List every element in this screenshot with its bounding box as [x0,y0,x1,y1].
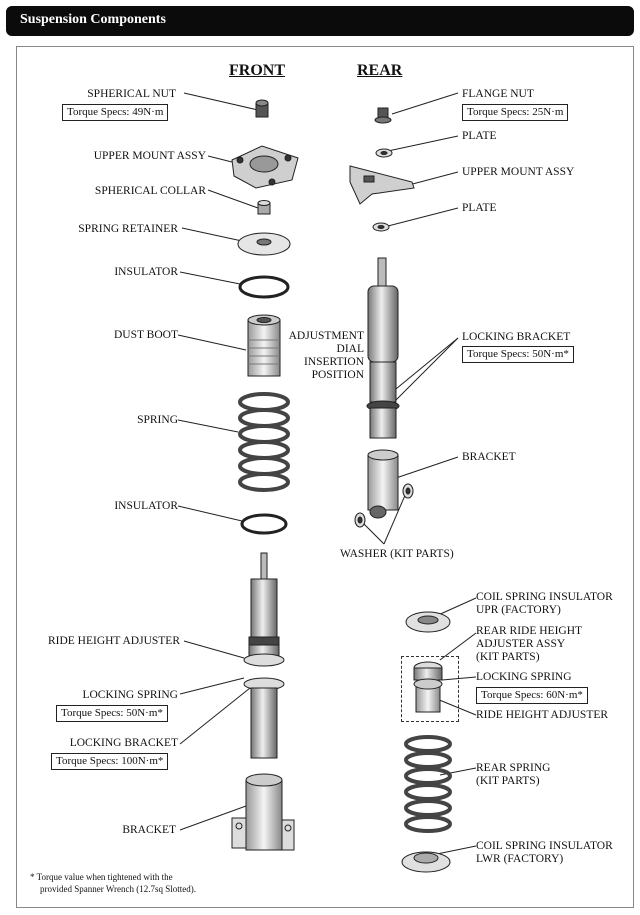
spec-locking-bracket: Torque Specs: 100N·m* [51,753,169,770]
label-bracket: BRACKET [122,824,176,836]
footnote-line-1: * Torque value when tightened with the [30,872,173,882]
rear-ride-height-assy-outline [401,656,459,722]
spec-flange-nut: Torque Specs: 25N·m [462,104,569,121]
front-heading: FRONT [229,62,285,79]
spec-locking-spring: Torque Specs: 50N·m* [56,705,168,722]
label-insulator-bottom: INSULATOR [114,500,178,512]
footnote-line-2: provided Spanner Wrench (12.7sq Slotted)… [40,884,196,894]
label-spherical-collar: SPHERICAL COLLAR [94,185,206,197]
label-coil-insulator-lwr: COIL SPRING INSULATOR LWR (FACTORY) [476,840,613,865]
label-rear-bracket: BRACKET [462,451,516,463]
label-rear-ride-height-assy: REAR RIDE HEIGHT ADJUSTER ASSY (KIT PART… [476,625,583,663]
label-dust-boot: DUST BOOT [113,329,178,341]
page-title: Suspension Components [20,12,166,27]
diagram-frame [16,46,634,908]
spec-rear-locking-bracket: Torque Specs: 50N·m* [462,346,574,363]
label-insulator-top: INSULATOR [114,266,178,278]
spec-rear-locking-spring: Torque Specs: 60N·m* [476,687,588,704]
label-plate-bottom: PLATE [462,202,497,214]
spec-spherical-nut: Torque Specs: 49N·m [62,104,169,121]
label-rear-upper-mount-assy: UPPER MOUNT ASSY [462,166,575,178]
label-rear-locking-bracket: LOCKING BRACKET [462,331,571,343]
label-plate-top: PLATE [462,130,497,142]
label-locking-spring: LOCKING SPRING [82,689,178,701]
label-spring-retainer: SPRING RETAINER [78,223,178,235]
label-flange-nut: FLANGE NUT [462,88,534,100]
header-bar: Suspension Components [6,6,634,36]
rear-heading: REAR [357,62,403,79]
label-rear-ride-height-adjuster: RIDE HEIGHT ADJUSTER [476,709,609,721]
label-rear-locking-spring: LOCKING SPRING [476,671,572,683]
label-coil-insulator-upr: COIL SPRING INSULATOR UPR (FACTORY) [476,591,613,616]
label-rear-spring: REAR SPRING (KIT PARTS) [476,762,551,787]
label-spherical-nut: SPHERICAL NUT [87,88,176,100]
label-ride-height-adjuster: RIDE HEIGHT ADJUSTER [47,635,180,647]
label-upper-mount-assy: UPPER MOUNT ASSY [93,150,206,162]
label-locking-bracket: LOCKING BRACKET [69,737,178,749]
label-adjustment-dial: ADJUSTMENT DIAL INSERTION POSITION [288,330,364,381]
label-spring: SPRING [137,414,178,426]
label-washer: WASHER (KIT PARTS) [340,548,454,560]
